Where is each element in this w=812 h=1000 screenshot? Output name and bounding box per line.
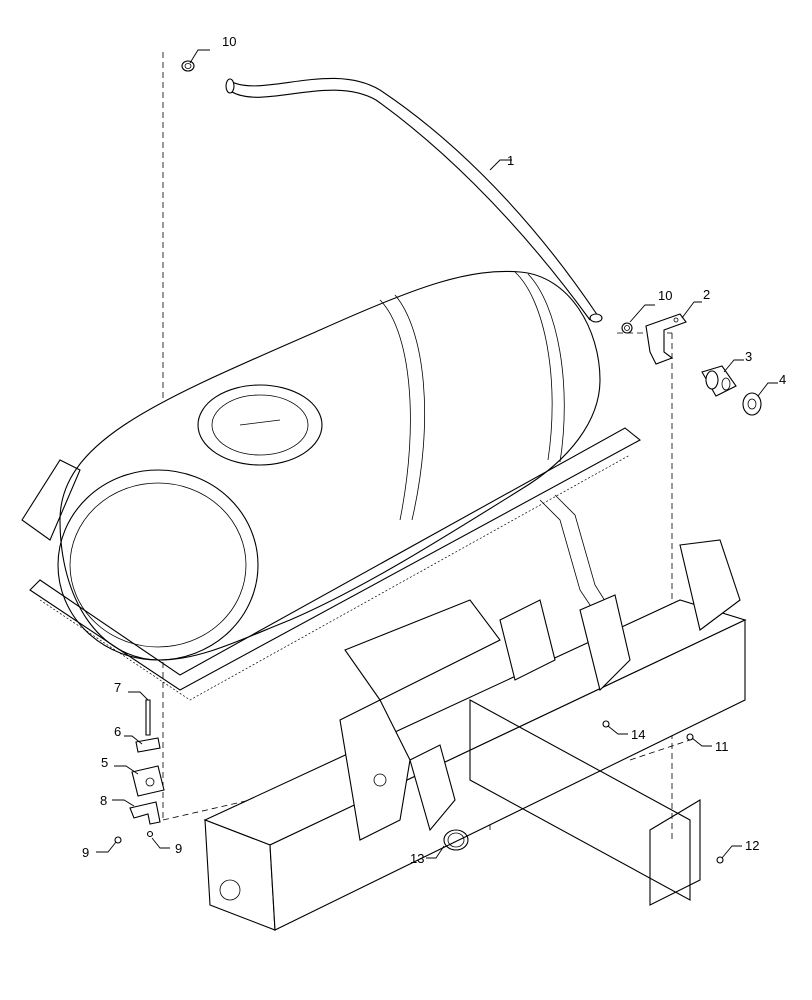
callout-10-top: 10 (222, 34, 236, 49)
callout-3: 3 (745, 349, 752, 364)
callout-12: 12 (745, 838, 759, 853)
tank (57, 270, 601, 661)
callout-2: 2 (703, 287, 710, 302)
plate-part (135, 737, 161, 753)
callout-5: 5 (101, 755, 108, 770)
callout-labels: 10 1 10 2 3 4 7 6 5 8 9 9 13 14 11 12 (82, 34, 786, 866)
leader-lines (96, 49, 778, 859)
callout-4: 4 (779, 372, 786, 387)
grommet-parts (181, 60, 633, 334)
row-unit-brackets (219, 539, 741, 901)
callout-11: 11 (715, 739, 729, 754)
clamp-parts (114, 699, 165, 844)
cap-part (742, 392, 762, 416)
callout-7: 7 (114, 680, 121, 695)
bolt-part (145, 699, 151, 736)
bracket-part (645, 313, 687, 365)
valve-fitting-part (701, 365, 737, 397)
callout-9-left: 9 (82, 845, 89, 860)
callout-8: 8 (100, 793, 107, 808)
nut-part (146, 830, 154, 838)
misc-parts (443, 720, 724, 864)
clip-part (129, 801, 161, 825)
tank-frame (21, 427, 641, 701)
callout-1: 1 (507, 153, 514, 168)
callout-10-right: 10 (658, 288, 672, 303)
nut-part (114, 836, 122, 844)
callout-9-right: 9 (175, 841, 182, 856)
callout-14: 14 (631, 727, 645, 742)
callout-13: 13 (410, 851, 424, 866)
callout-6: 6 (114, 724, 121, 739)
hose-part (225, 77, 603, 323)
clamp-block-part (131, 765, 165, 797)
